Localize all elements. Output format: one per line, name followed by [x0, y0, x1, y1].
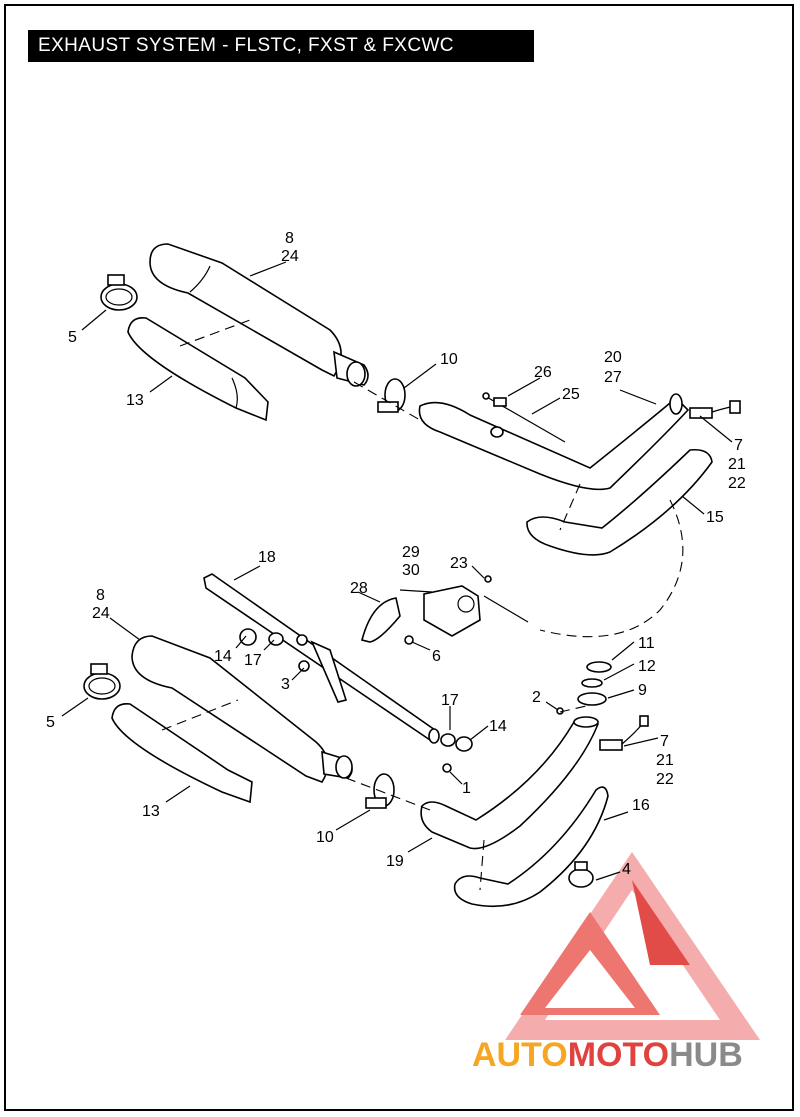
- callout-16: 16: [632, 797, 650, 814]
- header-clamp: [568, 861, 594, 888]
- callout-7-lower: 7: [660, 733, 669, 750]
- callout-8-lower: 8: [96, 587, 105, 604]
- page-border: [4, 4, 794, 1111]
- leader-lines: [61, 261, 733, 881]
- upper-band-clamp: [100, 274, 138, 311]
- crossover-clamps-right: [440, 733, 473, 752]
- watermark-auto: AUTO: [472, 1036, 568, 1074]
- callout-10-upper: 10: [440, 351, 458, 368]
- callout-29: 29: [402, 544, 420, 561]
- callout-19: 19: [386, 853, 404, 870]
- front-header-heat-shield: [453, 786, 609, 908]
- callout-17-left: 17: [244, 652, 262, 669]
- callout-7-upper: 7: [734, 437, 743, 454]
- callout-18: 18: [258, 549, 276, 566]
- upper-muffler: [149, 243, 369, 387]
- callout-1: 1: [462, 780, 471, 797]
- callout-14-left: 14: [214, 648, 232, 665]
- callout-17-right: 17: [441, 692, 459, 709]
- callout-26: 26: [534, 364, 552, 381]
- lower-band-clamp: [83, 663, 121, 700]
- crossover-mount-bar: [203, 573, 440, 744]
- upper-heat-shield: [127, 316, 269, 422]
- exhaust-port-gaskets: [577, 661, 612, 706]
- small-hardware: [298, 575, 564, 773]
- callout-25: 25: [562, 386, 580, 403]
- callout-2: 2: [532, 689, 541, 706]
- actuator-bracket: [361, 597, 401, 643]
- centerlines: [161, 319, 684, 891]
- page-title: EXHAUST SYSTEM - FLSTC, FXST & FXCWC: [28, 30, 534, 62]
- watermark-text: AUTOMOTOHUB: [472, 1036, 743, 1074]
- exhaust-valve-actuator: [423, 585, 529, 637]
- callout-5-lower: 5: [46, 714, 55, 731]
- watermark-logo: [505, 852, 760, 1040]
- callout-22-upper: 22: [728, 475, 746, 492]
- callout-21-lower: 21: [656, 752, 674, 769]
- callout-10-lower: 10: [316, 829, 334, 846]
- callout-5-upper: 5: [68, 329, 77, 346]
- callout-24-lower: 24: [92, 605, 110, 622]
- callout-9: 9: [638, 682, 647, 699]
- svg-text:AUTOMOTOHUB: AUTOMOTOHUB: [472, 1036, 743, 1074]
- callout-4: 4: [622, 861, 631, 878]
- callout-13-upper: 13: [126, 392, 144, 409]
- callout-30: 30: [402, 562, 420, 579]
- callout-6: 6: [432, 648, 441, 665]
- callout-3: 3: [281, 676, 290, 693]
- callout-labels: 8 24 5 13 10 26 25 20 27 7 21 22 15 18 2…: [46, 230, 746, 878]
- front-pipe-heat-shield: [526, 448, 713, 556]
- callout-24-upper: 24: [281, 248, 299, 265]
- watermark-hub: HUB: [669, 1036, 743, 1074]
- upper-muffler-clamp: [377, 378, 406, 413]
- callout-23: 23: [450, 555, 468, 572]
- callout-12: 12: [638, 658, 656, 675]
- watermark-moto: MOTO: [568, 1036, 669, 1074]
- lower-oxygen-sensor: [599, 715, 649, 751]
- upper-oxygen-sensor: [689, 400, 741, 419]
- upper-mounting-bracket: [482, 392, 566, 443]
- callout-15: 15: [706, 509, 724, 526]
- callout-21-upper: 21: [728, 456, 746, 473]
- callout-27: 27: [604, 369, 622, 386]
- callout-22-lower: 22: [656, 771, 674, 788]
- callout-8-upper: 8: [285, 230, 294, 247]
- lower-heat-shield: [111, 702, 253, 804]
- rear-header-pipe: [418, 393, 690, 491]
- callout-14-right: 14: [489, 718, 507, 735]
- lower-muffler-clamp: [365, 773, 395, 809]
- callout-11: 11: [638, 635, 655, 652]
- callout-20: 20: [604, 349, 622, 366]
- front-header-pipe: [420, 716, 599, 850]
- callout-13-lower: 13: [142, 803, 160, 820]
- callout-28: 28: [350, 580, 368, 597]
